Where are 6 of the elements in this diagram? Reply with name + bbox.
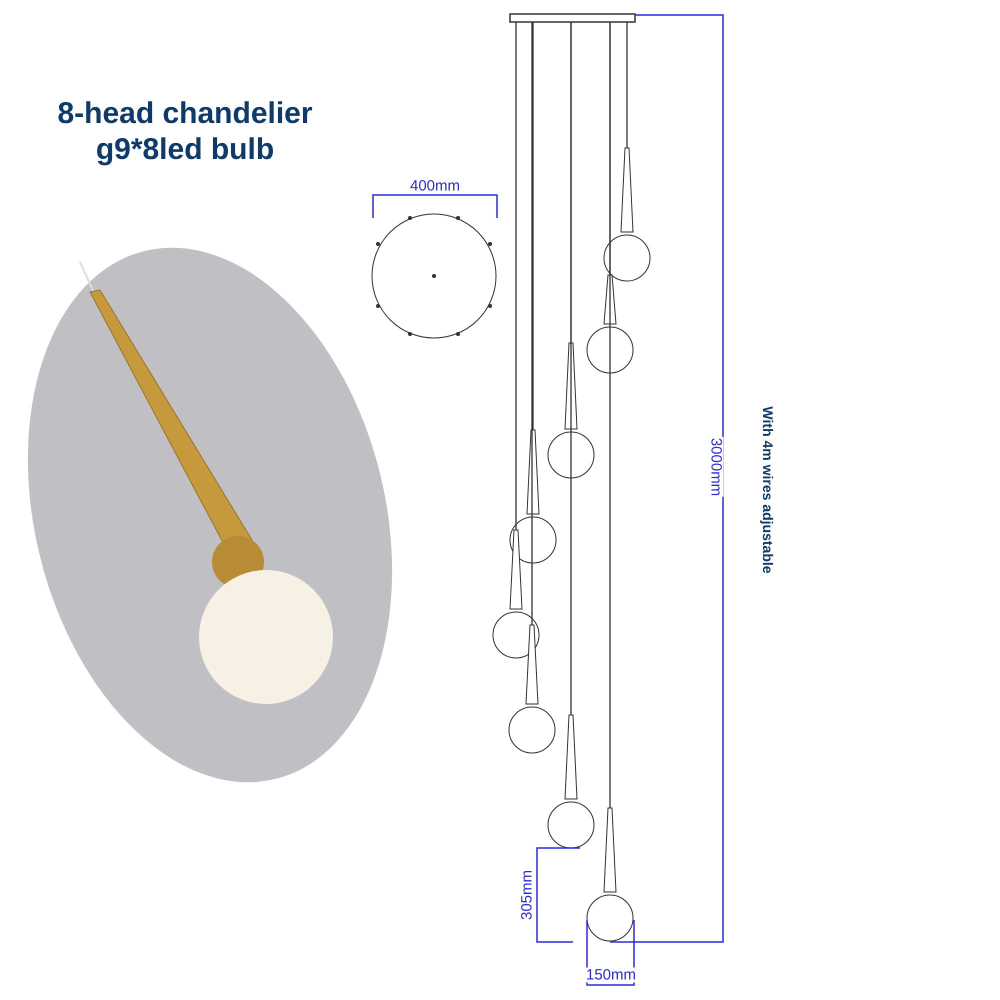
dimension-label: 3000mm (708, 436, 724, 498)
note-text: With 4m wires adjustable (761, 405, 775, 575)
dimension-label: 150mm (584, 968, 638, 982)
dimension-label: 400mm (408, 178, 462, 194)
title: 8-head chandelier g9*8led bulb (56, 96, 314, 168)
dimension-label: 305mm (520, 868, 534, 922)
